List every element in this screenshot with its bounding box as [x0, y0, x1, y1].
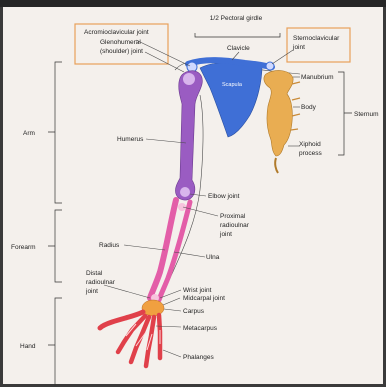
label-xiphoid-line1: Xiphoid: [299, 141, 321, 148]
label-distal-line2: radioulnar: [86, 279, 116, 286]
sternum-bone: [264, 71, 300, 173]
label-midcarpal-joint: Midcarpal joint: [183, 295, 225, 302]
label-glenohumeral-line1: Glenohumeral: [100, 39, 141, 46]
proximal-radioulnar-joint-marker: [178, 203, 186, 211]
region-brackets: [48, 62, 62, 386]
label-sternum: Sternum: [354, 111, 379, 118]
label-scapula: Scapula: [222, 82, 243, 88]
hand-bones: [100, 300, 164, 366]
label-wrist-joint: Wrist joint: [183, 287, 212, 294]
radius-bone: [150, 200, 176, 298]
label-distal-line1: Distal: [86, 270, 103, 277]
label-proximal-line2: radioulnar: [220, 222, 250, 229]
label-acromioclavicular-joint: Acromioclavicular joint: [84, 29, 149, 36]
scapula-bone: [200, 63, 262, 138]
label-humerus: Humerus: [117, 136, 144, 143]
label-clavicle: Clavicle: [227, 45, 250, 52]
label-arm: Arm: [23, 130, 35, 137]
humerus-bone: [175, 71, 202, 200]
label-distal-line3: joint: [85, 288, 98, 295]
label-pectoral-girdle: 1/2 Pectoral girdle: [210, 15, 263, 22]
label-elbow-joint: Elbow joint: [208, 193, 240, 200]
label-carpus: Carpus: [183, 308, 205, 315]
label-manubrium: Manubrium: [301, 74, 334, 81]
humeral-head: [183, 73, 195, 85]
pectoral-girdle-bracket: [195, 33, 280, 37]
label-glenohumeral-line2: (shoulder) joint: [100, 48, 143, 55]
label-ulna: Ulna: [206, 254, 220, 261]
label-sternoclavicular-line2: joint: [292, 44, 305, 51]
label-proximal-line1: Proximal: [220, 213, 246, 220]
label-body: Body: [301, 104, 317, 111]
label-radius: Radius: [99, 242, 120, 249]
label-hand: Hand: [20, 343, 36, 350]
label-forearm: Forearm: [11, 244, 36, 251]
sternum-bracket: [338, 72, 352, 155]
label-xiphoid-line2: process: [299, 150, 323, 157]
label-phalanges: Phalanges: [183, 354, 214, 361]
elbow-joint-marker: [180, 187, 190, 197]
label-metacarpus: Metacarpus: [183, 325, 218, 332]
label-proximal-line3: joint: [219, 231, 232, 238]
label-sternoclavicular-line1: Sternoclavicular: [293, 35, 340, 42]
